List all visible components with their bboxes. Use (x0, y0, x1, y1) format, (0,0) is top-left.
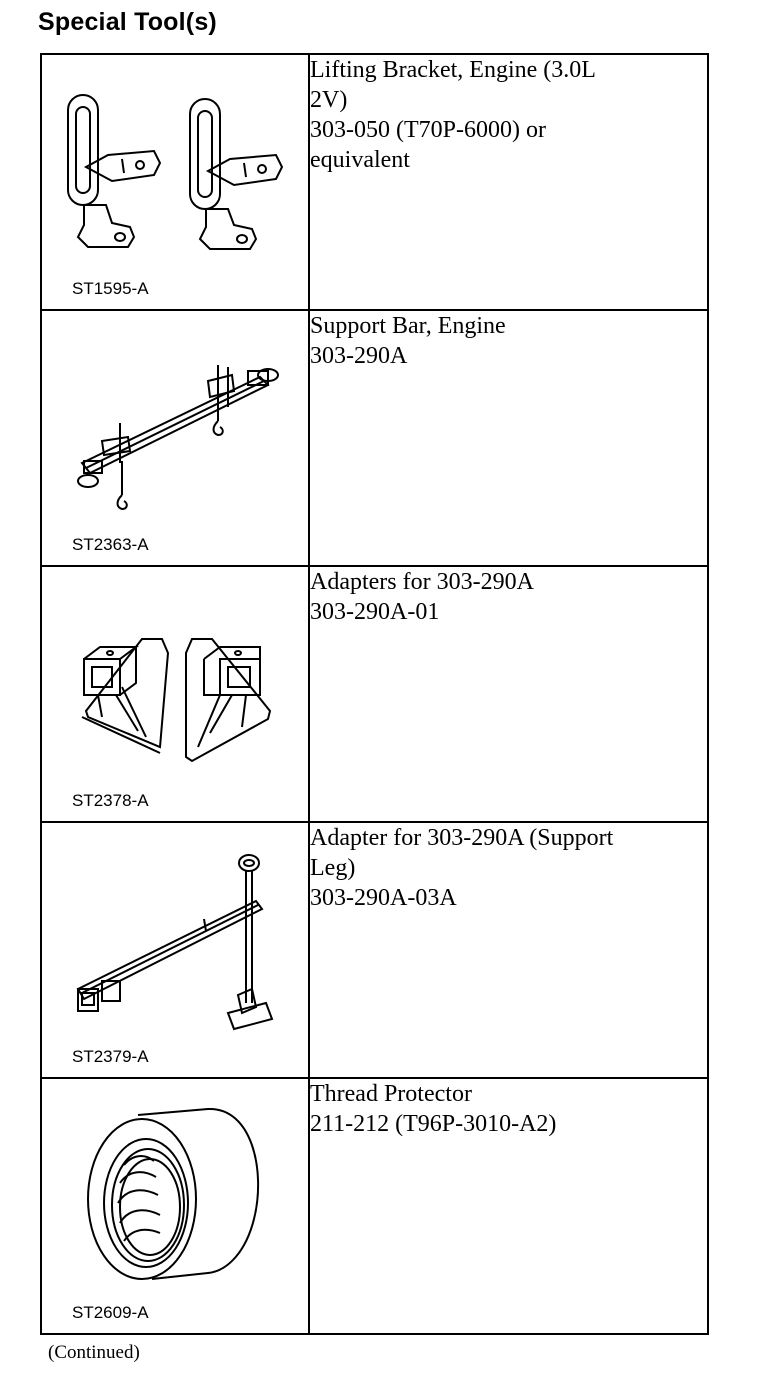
tool-image-code: ST2378-A (72, 791, 149, 810)
tool-description: Lifting Bracket, Engine (3.0L 2V) 303-05… (308, 53, 709, 311)
tool-description-line: 303-290A-03A (310, 885, 457, 911)
tool-row-support-bar: ST2363-A Support Bar, Engine 303-290A (40, 309, 709, 567)
support-bar-icon (77, 365, 279, 511)
tool-description-line: 2V) (310, 87, 348, 113)
tool-description-line: Adapters for 303-290A (310, 569, 534, 595)
special-tools-table: ST1595-A Lifting Bracket, Engine (3.0L 2… (40, 53, 709, 1335)
tool-description-line: Leg) (310, 855, 356, 881)
page-title: Special Tool(s) (38, 8, 217, 36)
tool-image-code: ST2363-A (72, 535, 149, 554)
tool-row-lifting-bracket: ST1595-A Lifting Bracket, Engine (3.0L 2… (40, 53, 709, 311)
tool-description-line: Lifting Bracket, Engine (3.0L (310, 57, 596, 83)
tool-illustration-cell: ST2363-A (40, 309, 310, 567)
tool-image-code: ST2609-A (72, 1303, 149, 1322)
tool-description-line: 303-290A-01 (310, 599, 440, 625)
tool-description: Adapter for 303-290A (Support Leg) 303-2… (308, 821, 709, 1079)
tool-image-code: ST2379-A (72, 1047, 149, 1066)
tool-description: Support Bar, Engine 303-290A (308, 309, 709, 567)
tool-description-line: 303-290A (310, 343, 408, 369)
tool-row-support-leg: ST2379-A Adapter for 303-290A (Support L… (40, 821, 709, 1079)
adapters-icon (81, 638, 272, 763)
continued-note: (Continued) (48, 1342, 140, 1363)
tool-description-line: 303-050 (T70P-6000) or (310, 117, 546, 143)
tool-illustration-cell: ST1595-A (40, 53, 310, 311)
tool-row-adapters: ST2378-A Adapters for 303-290A 303-290A-… (40, 565, 709, 823)
tool-illustration-cell: ST2609-A (40, 1077, 310, 1335)
tool-description-line: 211-212 (T96P-3010-A2) (310, 1111, 557, 1137)
tool-description-line: Support Bar, Engine (310, 313, 506, 339)
tool-illustration-cell: ST2378-A (40, 565, 310, 823)
lifting-bracket-icon (67, 94, 284, 250)
tool-description-line: equivalent (310, 147, 410, 173)
tool-description: Adapters for 303-290A 303-290A-01 (308, 565, 709, 823)
thread-protector-icon (87, 1107, 260, 1280)
tool-description-line: Thread Protector (310, 1081, 472, 1107)
tool-illustration-cell: ST2379-A (40, 821, 310, 1079)
tool-description-line: Adapter for 303-290A (Support (310, 825, 614, 851)
support-leg-icon (76, 854, 274, 1031)
tool-row-thread-protector: ST2609-A Thread Protector 211-212 (T96P-… (40, 1077, 709, 1335)
tool-description: Thread Protector 211-212 (T96P-3010-A2) (308, 1077, 709, 1335)
tool-image-code: ST1595-A (72, 279, 149, 298)
